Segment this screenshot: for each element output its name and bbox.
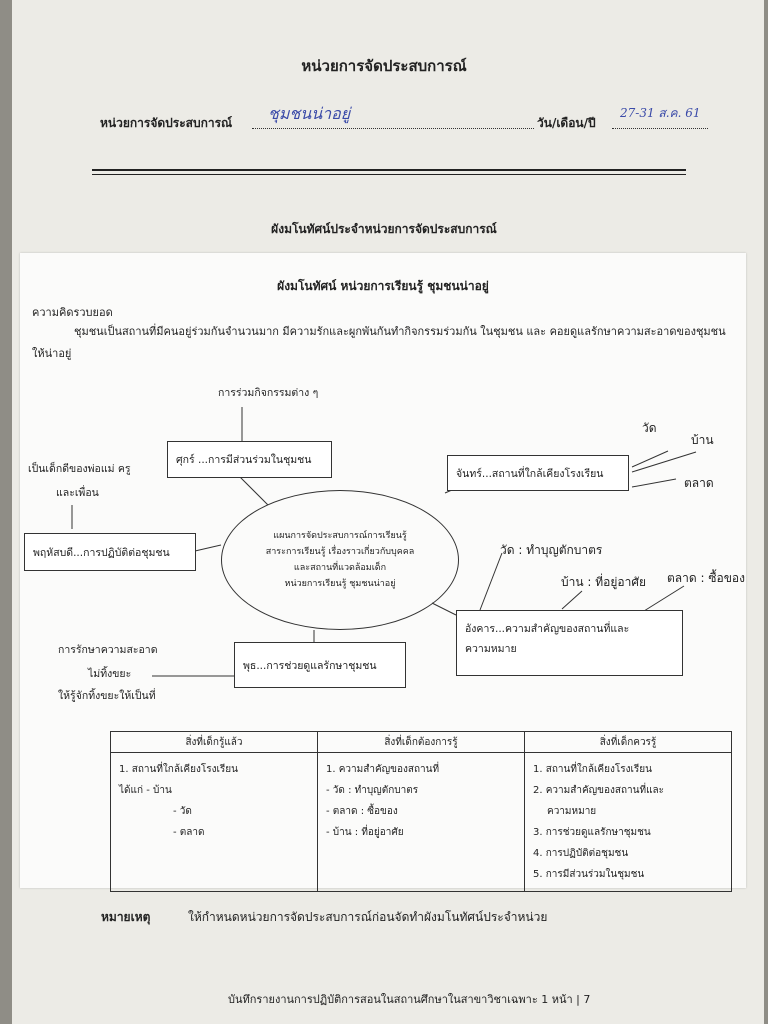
tuesday-box: อังคาร...ความสำคัญของสถานที่และ ความหมาย: [456, 610, 683, 676]
list-item: 3. การช่วยดูแลรักษาชุมชน: [533, 827, 651, 838]
divider-thick: [92, 169, 686, 171]
monday-box: จันทร์...สถานที่ใกล้เคียงโรงเรียน: [447, 455, 629, 491]
date-dotted-line: [612, 114, 708, 129]
wednesday-sub-dispose: ให้รู้จักทิ้งขยะให้เป็นที่: [58, 690, 156, 702]
wednesday-sub-clean: การรักษาความสะอาด: [58, 644, 158, 656]
list-item: - บ้าน : ที่อยู่อาศัย: [326, 827, 404, 838]
unit-label: หน่วยการจัดประสบการณ์: [100, 116, 233, 130]
page-title: หน่วยการจัดประสบการณ์: [301, 57, 467, 75]
center-line-2: สาระการเรียนรู้ เรื่องราวเกี่ยวกับบุคคล: [265, 547, 415, 557]
note-label: หมายเหตุ: [101, 910, 151, 924]
list-item: - วัด : ทำบุญตักบาตร: [326, 785, 419, 796]
friday-sub-label: การร่วมกิจกรรมต่าง ๆ: [218, 387, 319, 399]
tuesday-sub-temple: วัด : ทำบุญตักบาตร: [500, 543, 603, 557]
center-line-3: และสถานที่แวดล้อมเด็ก: [293, 563, 387, 573]
wednesday-sub-no-litter: ไม่ทิ้งขยะ: [88, 668, 132, 680]
center-line-1: แผนการจัดประสบการณ์การเรียนรู้: [273, 531, 407, 541]
knowledge-table: สิ่งที่เด็กรู้แล้ว สิ่งที่เด็กต้องการรู้…: [110, 731, 732, 892]
concept-text: ชุมชนเป็นสถานที่มีคนอยู่ร่วมกันจำนวนมาก …: [32, 325, 726, 360]
tuesday-sub-home: บ้าน : ที่อยู่อาศัย: [561, 575, 646, 589]
central-concept-ellipse: แผนการจัดประสบการณ์การเรียนรู้ สาระการเร…: [221, 490, 459, 630]
date-label: วัน/เดือน/ปี: [537, 116, 596, 130]
table-header-should: สิ่งที่เด็กควรรู้: [524, 731, 732, 753]
table-cell-want: 1. ความสำคัญของสถานที่ - วัด : ทำบุญตักบ…: [317, 752, 525, 892]
center-line-4: หน่วยการเรียนรู้ ชุมชนน่าอยู่: [284, 579, 396, 589]
unit-name-handwritten: ชุมชนน่าอยู่: [268, 104, 351, 123]
table-header-want: สิ่งที่เด็กต้องการรู้: [317, 731, 525, 753]
list-item: 1. สถานที่ใกล้เคียงโรงเรียน: [533, 764, 652, 775]
monday-sub-home: บ้าน: [691, 433, 714, 447]
monday-box-label: จันทร์...สถานที่ใกล้เคียงโรงเรียน: [456, 467, 604, 480]
list-item: 2. ความสำคัญของสถานที่และ: [533, 785, 665, 796]
note-text: ให้กำหนดหน่วยการจัดประสบการณ์ก่อนจัดทำผั…: [188, 910, 548, 924]
list-item: 1. ความสำคัญของสถานที่: [326, 764, 440, 775]
date-value-handwritten: 27-31 ส.ค. 61: [620, 106, 701, 120]
concept-map-title: ผังมโนทัศน์ หน่วยการเรียนรู้ ชุมชนน่าอยู…: [277, 279, 489, 293]
concept-map-sheet: ผังมโนทัศน์ หน่วยการเรียนรู้ ชุมชนน่าอยู…: [20, 253, 746, 892]
list-item: - ตลาด : ซื้อของ: [326, 806, 398, 817]
tuesday-box-line1: อังคาร...ความสำคัญของสถานที่และ: [465, 623, 630, 635]
table-header-known: สิ่งที่เด็กรู้แล้ว: [110, 731, 318, 753]
section-subtitle: ผังมโนทัศน์ประจำหน่วยการจัดประสบการณ์: [271, 222, 497, 236]
list-item: 4. การปฏิบัติต่อชุมชน: [533, 848, 629, 859]
table-cell-known: 1. สถานที่ใกล้เคียงโรงเรียน ได้แก่ - บ้า…: [110, 752, 318, 892]
monday-sub-market: ตลาด: [684, 476, 714, 490]
thursday-sub-line2: และเพื่อน: [56, 487, 99, 499]
list-item: ความหมาย: [547, 806, 597, 817]
wednesday-box: พุธ...การช่วยดูแลรักษาชุมชน: [234, 642, 406, 688]
wednesday-box-label: พุธ...การช่วยดูแลรักษาชุมชน: [243, 659, 377, 672]
friday-box: ศุกร์ ...การมีส่วนร่วมในชุมชน: [167, 441, 332, 478]
tuesday-sub-market: ตลาด : ซื้อของ: [667, 571, 745, 585]
divider-thin: [92, 174, 686, 175]
list-item: 1. สถานที่ใกล้เคียงโรงเรียน: [119, 764, 238, 775]
list-item: - วัด: [173, 806, 192, 817]
concept-label: ความคิดรวบยอด: [32, 306, 113, 319]
tuesday-box-line2: ความหมาย: [465, 643, 517, 655]
thursday-box-label: พฤหัสบดี...การปฏิบัติต่อชุมชน: [33, 546, 170, 559]
list-item: 5. การมีส่วนร่วมในชุมชน: [533, 869, 645, 880]
thursday-box: พฤหัสบดี...การปฏิบัติต่อชุมชน: [24, 533, 196, 571]
page-footer: บันทึกรายงานการปฏิบัติการสอนในสถานศึกษาใ…: [228, 993, 591, 1006]
table-cell-should: 1. สถานที่ใกล้เคียงโรงเรียน 2. ความสำคัญ…: [524, 752, 732, 892]
thursday-sub-line1: เป็นเด็กดีของพ่อแม่ ครู: [28, 463, 131, 475]
list-item: - ตลาด: [173, 827, 205, 838]
friday-box-label: ศุกร์ ...การมีส่วนร่วมในชุมชน: [176, 454, 312, 466]
list-item: ได้แก่ - บ้าน: [119, 785, 172, 796]
monday-sub-temple: วัด: [642, 421, 657, 435]
unit-dotted-line: [252, 114, 534, 129]
